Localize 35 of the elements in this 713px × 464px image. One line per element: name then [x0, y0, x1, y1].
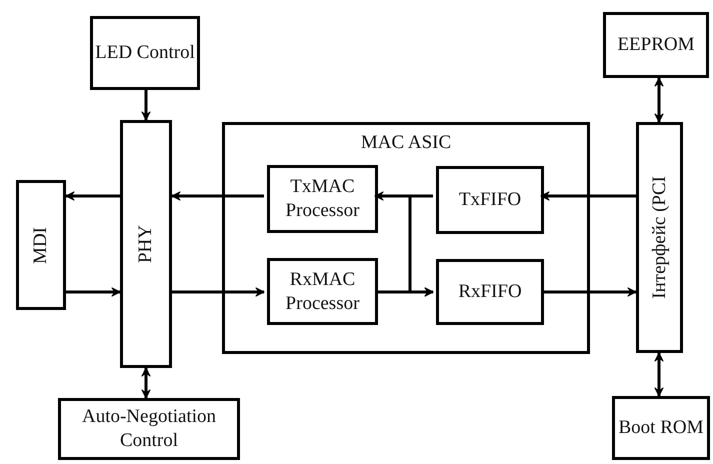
block-box	[16, 180, 66, 310]
arrow	[66, 288, 120, 296]
arrow	[142, 90, 150, 120]
block-label: LED Control	[95, 41, 195, 65]
arrow	[172, 192, 264, 200]
arrow	[654, 78, 664, 122]
block-label: RxFIFO	[458, 280, 522, 304]
arrow	[66, 192, 120, 200]
block-label: Інтерфейс (PCI	[648, 176, 671, 299]
block-box	[90, 16, 200, 90]
arrow	[142, 368, 150, 398]
block-label: RxMAC Processor	[284, 268, 360, 316]
block-box	[436, 259, 544, 325]
block-box	[267, 165, 378, 233]
group-box	[222, 122, 590, 354]
arrow	[540, 192, 636, 200]
group-title: MAC ASIC	[360, 131, 452, 155]
block-box	[58, 398, 240, 460]
block-label: EEPROM	[617, 33, 695, 57]
block-box	[267, 258, 378, 325]
block-label: Auto-Negotiation Control	[80, 405, 218, 453]
arrow	[375, 288, 434, 296]
block-box	[603, 12, 709, 78]
block-box	[436, 166, 544, 234]
arrow	[172, 288, 264, 296]
block-box	[120, 120, 172, 368]
block-label: PHY	[134, 224, 158, 263]
arrow	[541, 288, 636, 296]
block-box	[636, 122, 683, 353]
block-label: TxMAC Processor	[284, 175, 360, 223]
block-label: Boot ROM	[618, 416, 704, 440]
block-label: MDI	[29, 226, 52, 264]
block-label: TxFIFO	[458, 188, 522, 212]
arrow	[654, 352, 664, 396]
block-box	[612, 396, 710, 460]
